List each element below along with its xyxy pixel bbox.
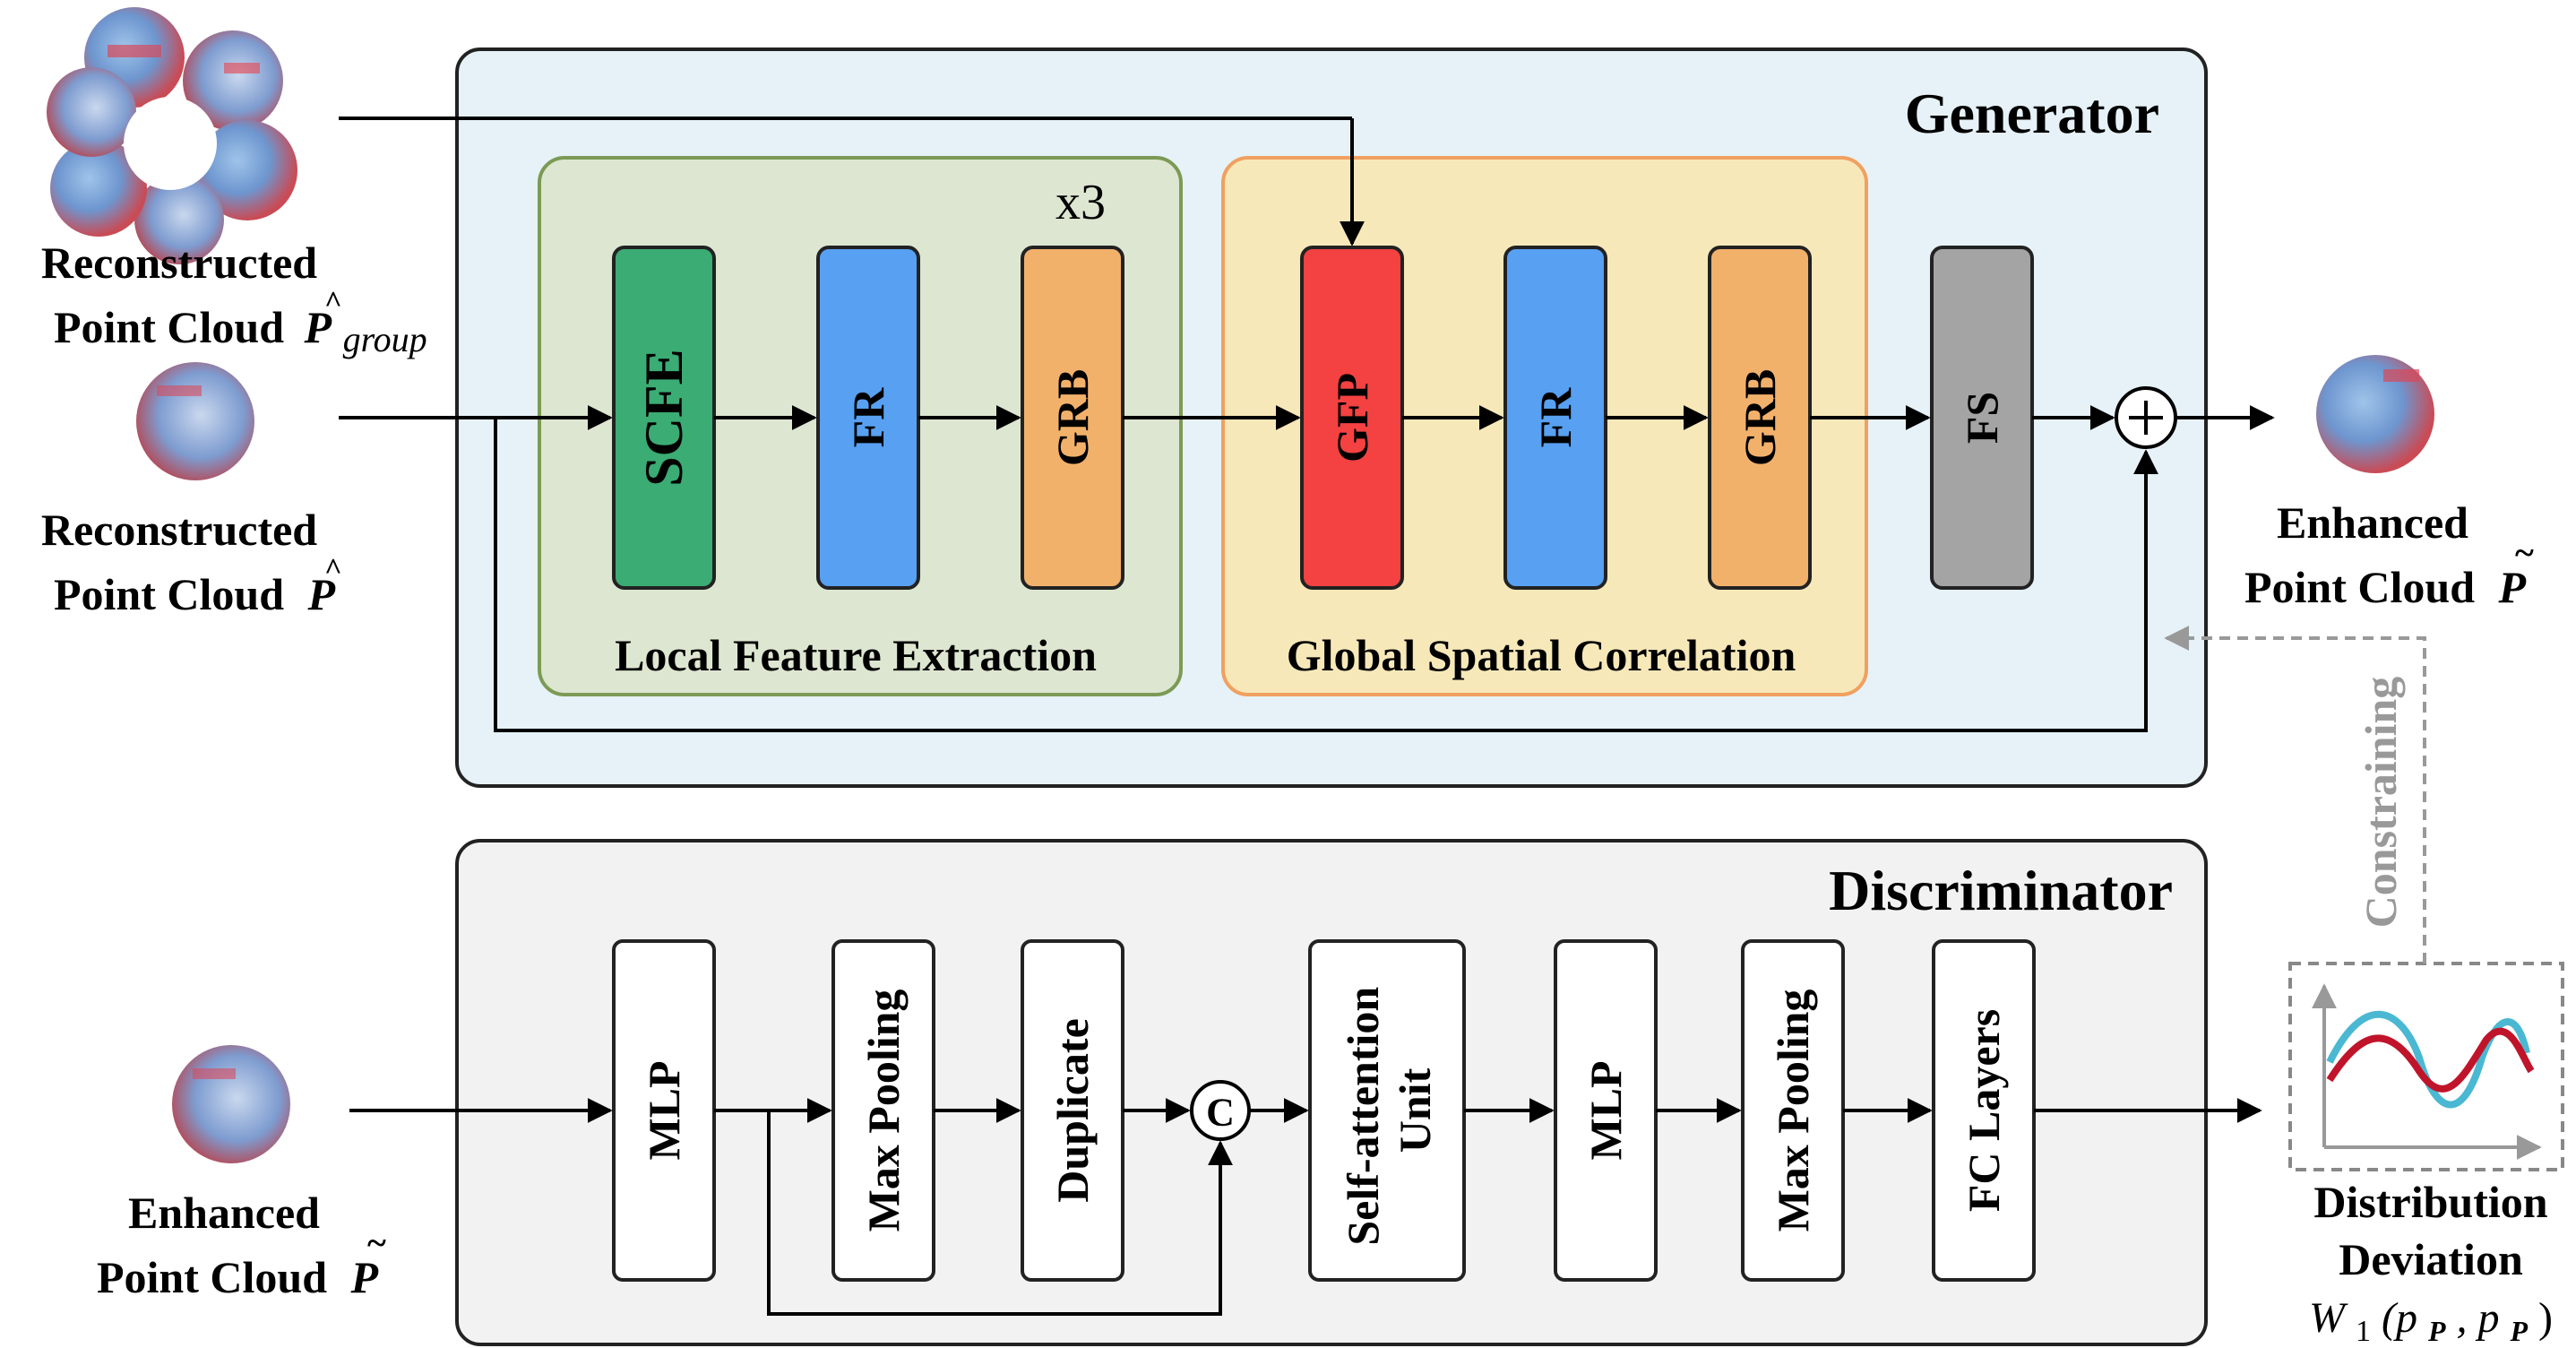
- distribution-title-line1: Distribution: [2313, 1177, 2547, 1227]
- repeat-label: x3: [1055, 175, 1106, 230]
- constraining-connection: [2164, 626, 2426, 963]
- local-feature-label: Local Feature Extraction: [615, 630, 1097, 680]
- svg-text:Point Cloud P: Point Cloud P: [2244, 562, 2527, 612]
- fc-layers-label: FC Layers: [1959, 1009, 2009, 1212]
- svg-text:Reconstructed: Reconstructed: [41, 505, 317, 555]
- grouped-point-cloud-image: [47, 7, 297, 264]
- svg-text:~: ~: [367, 1223, 386, 1263]
- constraining-label: Constraining: [2356, 677, 2406, 929]
- svg-text:Point Cloud P: Point Cloud P: [54, 569, 336, 619]
- max-pooling-label-1: Max Pooling: [858, 989, 909, 1232]
- mlp-label-2: MLP: [1581, 1060, 1631, 1160]
- svg-text:Enhanced: Enhanced: [128, 1188, 320, 1238]
- grb-label-2: GRB: [1735, 369, 1785, 466]
- fr-label-2: FR: [1530, 387, 1581, 448]
- discriminator-connections: [349, 1098, 2262, 1316]
- generator-connections: [339, 117, 2275, 732]
- scfe-label: SCFE: [634, 349, 694, 486]
- reconstructed-point-cloud-image: [136, 362, 254, 480]
- duplicate-label: Duplicate: [1047, 1018, 1098, 1203]
- reconstructed-input-label: Reconstructed Point Cloud P ^: [41, 505, 342, 619]
- svg-text:Reconstructed: Reconstructed: [41, 238, 317, 288]
- plus-icon: [2129, 401, 2163, 435]
- fr-label-1: FR: [843, 387, 893, 448]
- enhanced-point-cloud-image: [2316, 355, 2434, 473]
- svg-text:Enhanced: Enhanced: [2277, 497, 2468, 548]
- max-pooling-label-2: Max Pooling: [1768, 989, 1818, 1232]
- svg-text:Point Cloud P grou: Point Cloud P group: [54, 302, 427, 359]
- mlp-label-1: MLP: [639, 1060, 689, 1160]
- concat-symbol: C: [1206, 1091, 1235, 1135]
- self-attention-label: Self-attention Unit: [1338, 975, 1440, 1245]
- enhanced-output-label: Enhanced Point Cloud P ~: [2244, 497, 2534, 612]
- generator-title: Generator: [1905, 82, 2159, 145]
- discriminator-title: Discriminator: [1829, 859, 2173, 922]
- disc-input-label: Enhanced Point Cloud P ~: [97, 1188, 386, 1302]
- gfp-label: GFP: [1327, 373, 1377, 462]
- disc-input-point-cloud-image: [172, 1045, 290, 1163]
- svg-text:Point Cloud P: Point Cloud P: [97, 1252, 379, 1302]
- svg-text:^: ^: [324, 286, 342, 319]
- grouped-input-label: Reconstructed Point Cloud P group ^: [41, 238, 427, 359]
- wasserstein-formula: W 1 (p P , p P ): [2309, 1294, 2553, 1348]
- distribution-box: [2288, 962, 2564, 1171]
- distribution-title-line2: Deviation: [2339, 1234, 2523, 1284]
- distribution-plot-icon: [2312, 983, 2542, 1160]
- global-spatial-label: Global Spatial Correlation: [1287, 630, 1796, 680]
- grb-label-1: GRB: [1047, 369, 1098, 466]
- fs-label: FS: [1957, 392, 2007, 444]
- svg-text:~: ~: [2515, 532, 2534, 573]
- svg-text:^: ^: [324, 553, 342, 586]
